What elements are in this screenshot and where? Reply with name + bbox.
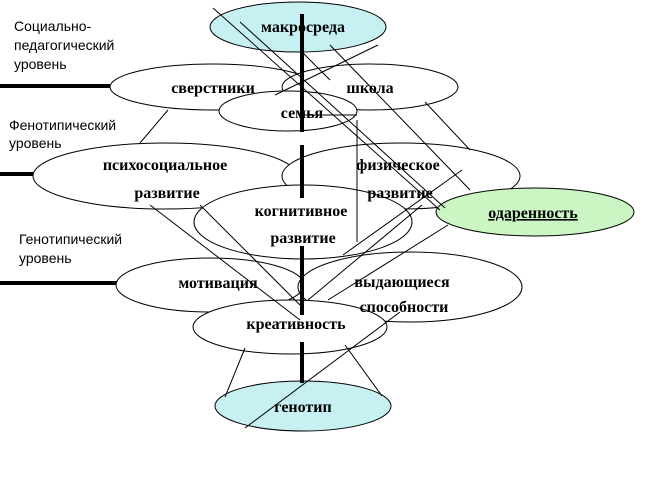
node-creativity-ellipse: [192, 299, 388, 355]
node-family-ellipse: [218, 90, 358, 132]
node-cognitive-label: когнитивное развитие: [255, 203, 352, 247]
node-abilities-label: выдающиеся способности: [354, 274, 453, 316]
node-physical-label: физическое развитие: [356, 157, 443, 202]
node-school-label: школа: [346, 80, 393, 97]
node-abilities-ellipse: [297, 251, 523, 323]
node-psychosocial-label: психосоциальное развитие: [103, 157, 231, 202]
node-genotype-label: генотип: [274, 399, 331, 416]
level-label-phenotypic: Фенотипический уровень: [9, 117, 120, 151]
node-giftedness-label: одаренность: [488, 205, 578, 222]
node-creativity-label: креативность: [246, 316, 346, 333]
node-family-label: семья: [281, 105, 324, 122]
node-peers-label: сверстники: [171, 80, 255, 97]
level-label-social: Социально- педагогический уровень: [14, 18, 118, 72]
node-macro-label: макросреда: [261, 19, 345, 36]
node-giftedness-ellipse: [435, 187, 635, 237]
node-macro-ellipse: [209, 1, 387, 53]
level-label-genotypic: Генотипический уровень: [19, 231, 126, 266]
connector-lines: [139, 7, 471, 429]
node-motivation-label: мотивация: [178, 275, 258, 292]
